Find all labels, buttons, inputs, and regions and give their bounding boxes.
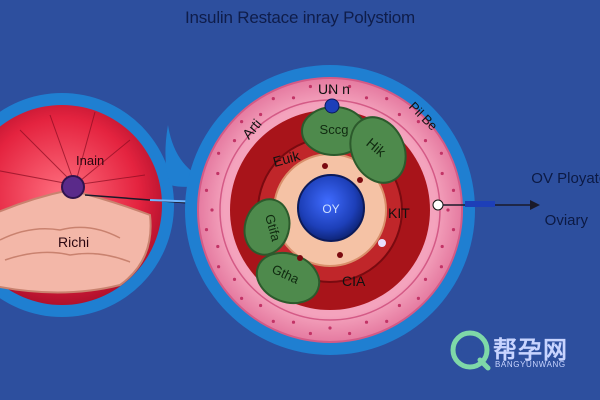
band-dot (416, 296, 420, 300)
left-cell: Inain Richi (0, 93, 174, 317)
red-dot (297, 255, 303, 261)
arrow-right-icon (530, 200, 540, 210)
watermark-chars: 帮孕网 (493, 336, 568, 364)
band-dot (364, 96, 369, 100)
green-organelle-bottom (255, 251, 321, 305)
band-dot (364, 320, 369, 324)
left-cell-top-label: Inain (76, 153, 104, 168)
left-cell-tissue (0, 188, 152, 294)
band-dot (216, 244, 220, 249)
band-dot (439, 265, 443, 269)
band-dot (423, 277, 428, 281)
watermark-logo (450, 330, 491, 371)
inner-label-left-green: Gtifa (262, 212, 284, 243)
band-dot (271, 97, 275, 101)
red-dot (337, 252, 343, 258)
left-cell-tissue-folds (0, 226, 131, 263)
red-dot (378, 239, 386, 247)
band-dot (423, 139, 428, 143)
band-dot (240, 296, 244, 300)
band-dot (385, 319, 389, 323)
band-dot (271, 319, 275, 323)
inner-label-green-top: Sccg (320, 122, 349, 137)
band-dot (397, 303, 401, 308)
band-dot (348, 331, 352, 336)
band-dot (216, 171, 220, 176)
band-dot (348, 84, 352, 89)
red-dot (357, 177, 363, 183)
green-organelle-left (243, 198, 291, 256)
inner-label-right: KIT (388, 205, 410, 221)
band-dot (217, 265, 221, 269)
band-dot (291, 96, 296, 100)
right-label-bottom: Oviary (544, 212, 588, 229)
band-dot (291, 320, 296, 324)
band-dot (451, 228, 456, 232)
ring-label-top: UN n (318, 81, 350, 97)
band-dot (259, 112, 263, 117)
left-cell-fibers (0, 111, 146, 186)
band-dot (440, 171, 444, 176)
band-dot (217, 151, 221, 155)
main-cell: UN n Arti Pil Be OY Sccg Euik Hik KIT Gt… (185, 65, 475, 355)
band-dot (446, 208, 450, 212)
red-dot (322, 163, 328, 169)
right-connector-bar (465, 201, 495, 207)
watermark-sub: BANGYUNWANG (495, 360, 566, 369)
band-dot (440, 244, 444, 249)
right-label-top: OV Ployatc s (531, 170, 600, 187)
band-dot (416, 120, 420, 124)
watermark: 帮孕网 BANGYUNWANG (447, 328, 587, 376)
band-dot (397, 112, 401, 117)
band-dot (308, 84, 312, 89)
band-dot (328, 90, 332, 94)
band-dot (204, 188, 209, 192)
inner-label-upper-left: Euik (271, 147, 302, 170)
center-nucleus (297, 174, 365, 242)
band-dot (240, 120, 244, 124)
band-dot (385, 97, 389, 101)
inner-label-center: OY (322, 202, 339, 216)
band-dot (308, 331, 312, 336)
band-dot (328, 326, 332, 330)
green-organelle-right (349, 116, 407, 184)
right-connector-node (432, 199, 444, 211)
band-dot (232, 139, 237, 143)
inner-label-bottom: CIA (342, 273, 366, 289)
band-dot (451, 188, 456, 192)
blue-swoosh-icon (165, 125, 212, 187)
right-connector (432, 199, 540, 211)
band-dot (210, 208, 214, 212)
band-dot (232, 277, 237, 281)
band-dot (204, 228, 209, 232)
band-dot (259, 303, 263, 308)
diagram-title: Insulin Restace inray Polystiom (184, 8, 415, 27)
left-cell-bottom-label: Richi (58, 234, 89, 250)
top-dot (324, 98, 340, 114)
pink-band-dots (204, 84, 456, 336)
band-dot (439, 151, 443, 155)
left-cell-nucleus (61, 175, 85, 199)
